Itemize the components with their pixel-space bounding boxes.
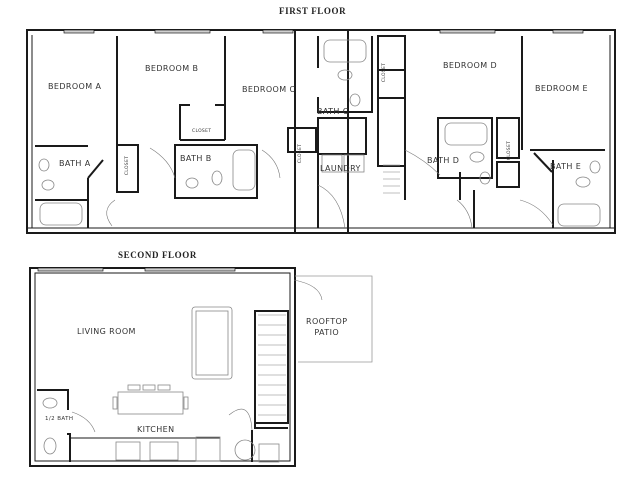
room-bath-e: BATH E (550, 162, 582, 171)
room-bedroom-e: BEDROOM E (535, 84, 588, 93)
room-bath-b: BATH B (180, 154, 212, 163)
room-kitchen: KITCHEN (137, 425, 175, 434)
room-living-room: LIVING ROOM (77, 327, 136, 336)
room-bath-c: BATH C (317, 107, 349, 116)
room-laundry: LAUNDRY (320, 164, 361, 173)
closet-bath-c: CLOSET (298, 143, 304, 164)
room-bedroom-a: BEDROOM A (48, 82, 102, 91)
room-bedroom-c: BEDROOM C (242, 85, 296, 94)
first-floor-outline (26, 29, 296, 234)
closet-bath-a: CLOSET (125, 155, 131, 176)
room-bedroom-b: BEDROOM B (145, 64, 199, 73)
second-floor-title: SECOND FLOOR (118, 250, 197, 260)
room-bedroom-d: BEDROOM D (443, 61, 498, 70)
first-floor-title: FIRST FLOOR (279, 6, 347, 16)
room-bath-a: BATH A (59, 159, 91, 168)
patio-label-line2: PATIO (314, 328, 340, 337)
closet-bedroom-b: CLOSET (192, 129, 212, 134)
closet-bedroom-e: CLOSET (507, 140, 513, 161)
room-half-bath: 1/2 BATH (45, 416, 74, 422)
closet-center: CLOSET (382, 62, 388, 83)
patio-label-line1: ROOFTOP (306, 317, 348, 326)
room-rooftop-patio: ROOFTOP PATIO (306, 316, 347, 338)
room-bath-d: BATH D (427, 156, 460, 165)
